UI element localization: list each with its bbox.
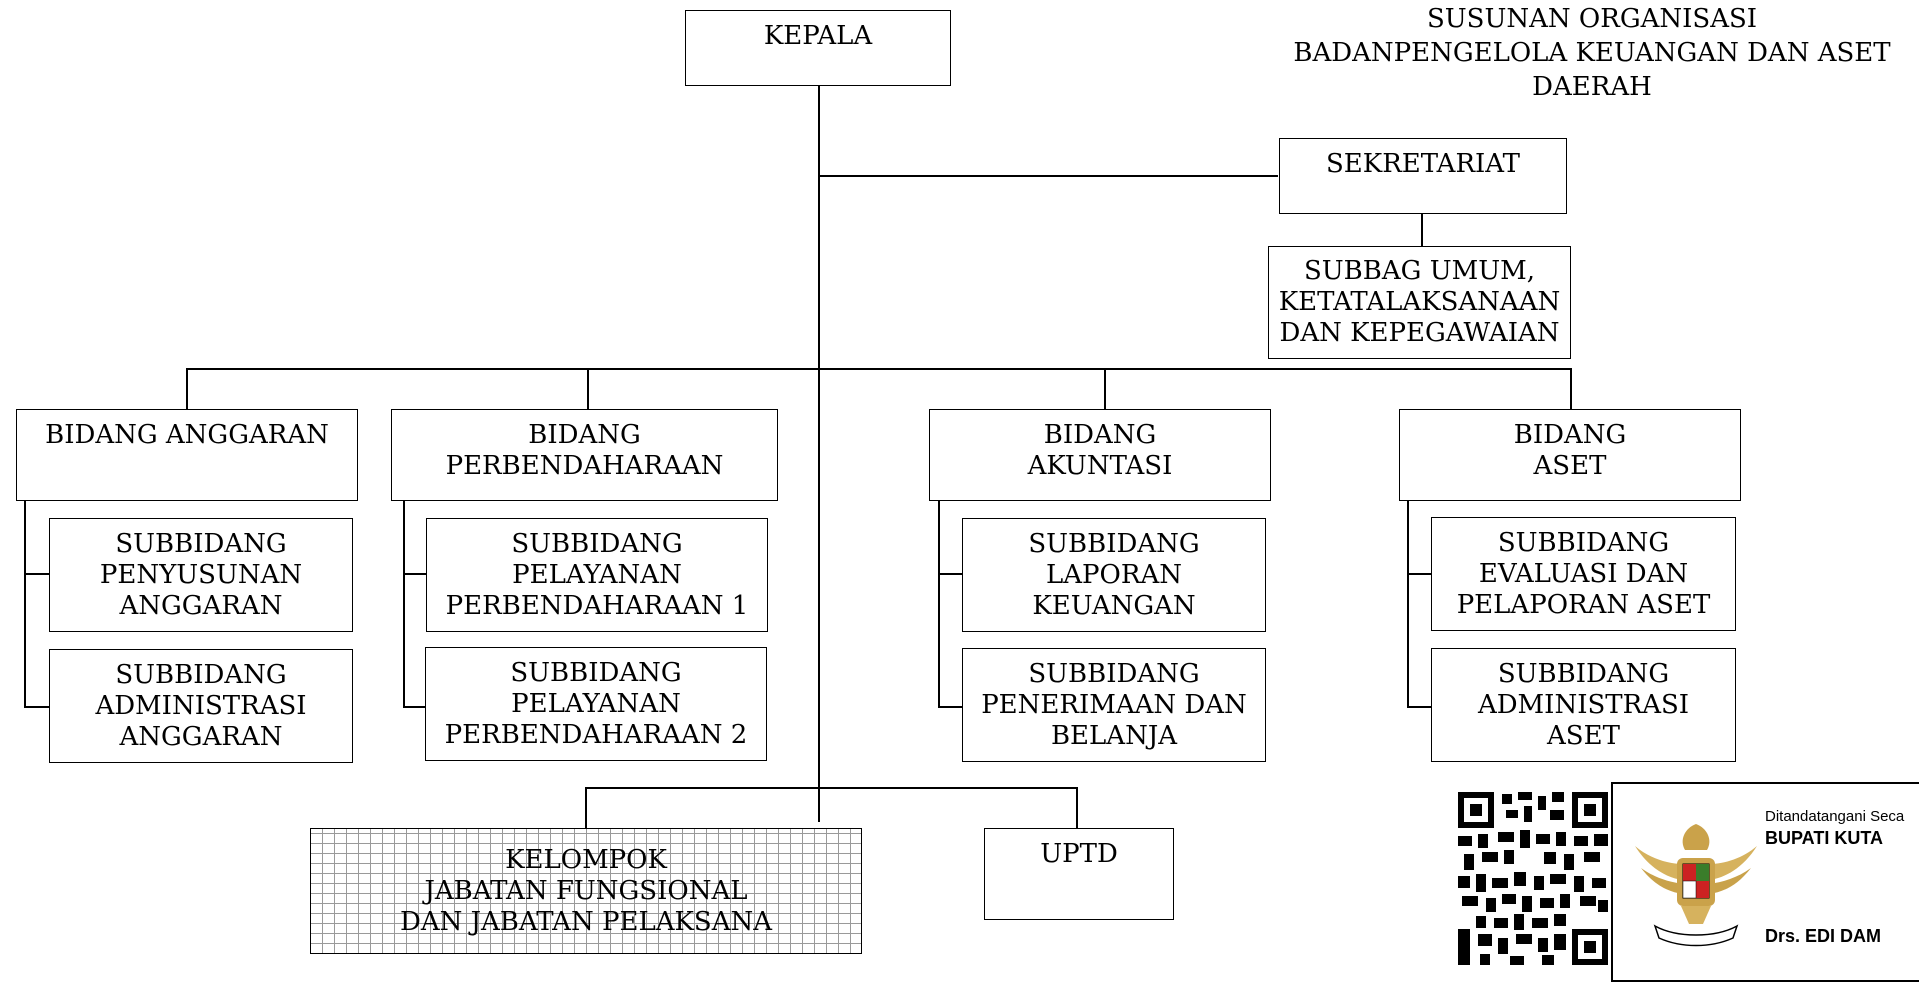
node-uptd: UPTD bbox=[984, 828, 1174, 920]
connector-line bbox=[1104, 368, 1106, 410]
node-label: PERBENDAHARAAN 2 bbox=[444, 719, 748, 750]
signature-name: Drs. EDI DAM bbox=[1765, 926, 1882, 946]
node-label: PENYUSUNAN bbox=[99, 559, 303, 590]
node-label: UPTD bbox=[1040, 839, 1118, 869]
node-label: BIDANG ANGGARAN bbox=[45, 420, 329, 450]
node-label: EVALUASI DAN bbox=[1478, 558, 1689, 589]
node-label: AKUNTASI bbox=[1027, 451, 1173, 481]
connector-line bbox=[1421, 213, 1423, 247]
garuda-emblem-icon bbox=[1635, 824, 1757, 947]
connector-line bbox=[938, 573, 964, 575]
title-line-3: DAERAH bbox=[1532, 72, 1652, 102]
node-label: ASET bbox=[1533, 451, 1607, 481]
connector-line bbox=[24, 706, 50, 708]
node-label: SUBBIDANG bbox=[511, 528, 683, 559]
node-subbidang-laporan-keuangan: SUBBIDANG LAPORAN KEUANGAN bbox=[962, 518, 1266, 632]
node-label: PERBENDAHARAAN bbox=[445, 451, 724, 481]
node-label: PERBENDAHARAAN 1 bbox=[445, 590, 749, 621]
connector-line bbox=[587, 368, 589, 410]
node-label: LAPORAN bbox=[1046, 559, 1182, 590]
node-label: ANGGARAN bbox=[119, 590, 283, 621]
node-sekretariat: SEKRETARIAT bbox=[1279, 138, 1567, 214]
node-label: PELAPORAN ASET bbox=[1456, 589, 1711, 620]
connector-line bbox=[186, 368, 188, 410]
node-label: SUBBIDANG bbox=[1028, 528, 1200, 559]
node-subbidang-penyusunan-anggaran: SUBBIDANG PENYUSUNAN ANGGARAN bbox=[49, 518, 353, 632]
node-kepala: KEPALA bbox=[685, 10, 951, 86]
connector-line bbox=[1407, 500, 1409, 708]
node-label: PELAYANAN bbox=[511, 688, 681, 719]
node-label: PENERIMAAN DAN bbox=[981, 689, 1247, 720]
connector-line bbox=[585, 787, 587, 829]
node-label: SUBBIDANG bbox=[1497, 658, 1670, 689]
connector-line bbox=[186, 368, 1572, 370]
title-line-1: SUSUNAN ORGANISASI bbox=[1426, 4, 1758, 34]
node-label: DAN KEPEGAWAIAN bbox=[1279, 318, 1560, 348]
connector-line bbox=[1407, 573, 1433, 575]
chart-title: SUSUNAN ORGANISASI BADANPENGELOLA KEUANG… bbox=[1262, 2, 1919, 104]
node-subbidang-pelayanan-perbendaharaan-2: SUBBIDANG PELAYANAN PERBENDAHARAAN 2 bbox=[425, 647, 767, 761]
node-bidang-anggaran: BIDANG ANGGARAN bbox=[16, 409, 358, 501]
node-bidang-perbendaharaan: BIDANG PERBENDAHARAAN bbox=[391, 409, 778, 501]
node-label: SUBBIDANG bbox=[1497, 527, 1670, 558]
node-label: SUBBIDANG bbox=[510, 657, 682, 688]
node-label: SUBBAG UMUM, bbox=[1303, 256, 1536, 286]
node-subbidang-evaluasi-pelaporan-aset: SUBBIDANG EVALUASI DAN PELAPORAN ASET bbox=[1431, 517, 1736, 631]
node-label: KETATALAKSANAAN bbox=[1278, 287, 1561, 317]
node-bidang-akuntasi: BIDANG AKUNTASI bbox=[929, 409, 1271, 501]
node-label: BIDANG bbox=[1043, 420, 1157, 450]
connector-line bbox=[24, 500, 26, 708]
qr-code-icon bbox=[1458, 792, 1608, 965]
node-subbag-umum: SUBBAG UMUM, KETATALAKSANAAN DAN KEPEGAW… bbox=[1268, 246, 1571, 359]
connector-line bbox=[818, 175, 1278, 177]
node-label: KEPALA bbox=[763, 21, 873, 51]
signature-label: Ditandatangani Seca bbox=[1765, 808, 1905, 825]
title-line-2: BADANPENGELOLA KEUANGAN DAN ASET bbox=[1293, 38, 1891, 68]
connector-line bbox=[585, 787, 1078, 789]
node-label: ADMINISTRASI bbox=[1477, 689, 1690, 720]
node-label: ASET bbox=[1547, 720, 1620, 751]
connector-line bbox=[403, 573, 428, 575]
connector-line bbox=[1076, 787, 1078, 829]
node-label: SUBBIDANG bbox=[115, 659, 287, 690]
node-subbidang-administrasi-aset: SUBBIDANG ADMINISTRASI ASET bbox=[1431, 648, 1736, 762]
node-label: BIDANG bbox=[1513, 420, 1627, 450]
digital-signature-stamp: Ditandatangani Seca BUPATI KUTA Drs. EDI… bbox=[1611, 782, 1919, 982]
node-bidang-aset: BIDANG ASET bbox=[1399, 409, 1741, 501]
node-subbidang-pelayanan-perbendaharaan-1: SUBBIDANG PELAYANAN PERBENDAHARAAN 1 bbox=[426, 518, 768, 632]
node-subbidang-administrasi-anggaran: SUBBIDANG ADMINISTRASI ANGGARAN bbox=[49, 649, 353, 763]
node-label: PELAYANAN bbox=[512, 559, 682, 590]
connector-line bbox=[818, 86, 820, 822]
node-label: SUBBIDANG bbox=[1028, 658, 1200, 689]
signature-office: BUPATI KUTA bbox=[1765, 828, 1883, 848]
connector-line bbox=[1570, 368, 1572, 410]
node-label: ADMINISTRASI bbox=[95, 690, 307, 721]
node-label: BELANJA bbox=[1050, 720, 1178, 751]
node-kelompok-jabatan-fungsional: KELOMPOK JABATAN FUNGSIONAL DAN JABATAN … bbox=[310, 828, 862, 954]
node-label: SUBBIDANG bbox=[115, 528, 287, 559]
node-label: SEKRETARIAT bbox=[1325, 149, 1520, 179]
node-label: KELOMPOK bbox=[505, 844, 667, 875]
node-subbidang-penerimaan-belanja: SUBBIDANG PENERIMAAN DAN BELANJA bbox=[962, 648, 1266, 762]
node-label: JABATAN FUNGSIONAL bbox=[424, 875, 748, 906]
connector-line bbox=[938, 500, 940, 708]
node-label: BIDANG bbox=[528, 420, 641, 450]
connector-line bbox=[403, 706, 428, 708]
connector-line bbox=[403, 500, 405, 708]
connector-line bbox=[24, 573, 50, 575]
node-label: DAN JABATAN PELAKSANA bbox=[399, 906, 773, 937]
node-label: ANGGARAN bbox=[119, 721, 283, 752]
connector-line bbox=[1407, 706, 1433, 708]
node-label: KEUANGAN bbox=[1032, 590, 1196, 621]
connector-line bbox=[938, 706, 964, 708]
